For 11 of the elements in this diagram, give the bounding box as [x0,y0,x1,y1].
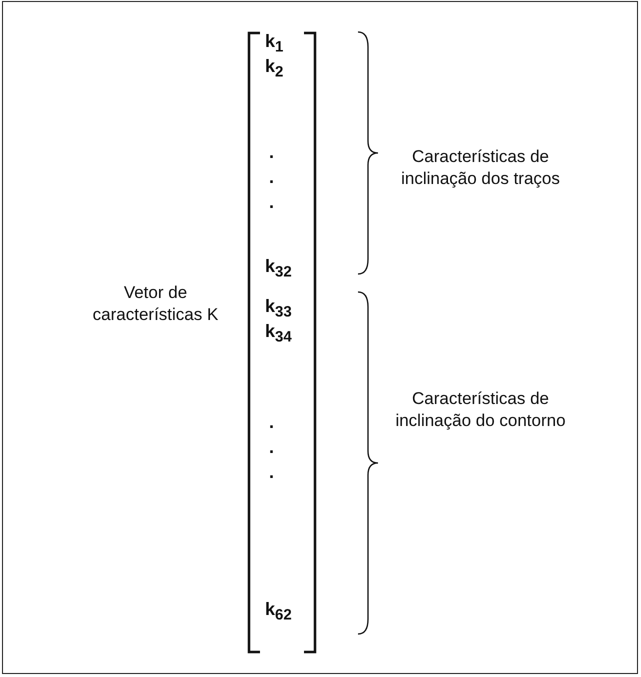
vector-element: k$_{62}$ [265,598,292,626]
vector-element: k$_{32}$ [265,255,292,282]
group-label: Características de inclinação do contorno [394,388,567,432]
vector-label: Vetor de características K [92,282,220,326]
vector-element: k$_{34}$ [265,320,292,348]
vertical-ellipsis: . . . [268,411,275,484]
group-label: Características de inclinação dos traços [400,146,561,190]
vector-element: k$_{2}$ [265,55,284,82]
vertical-ellipsis: . . . [268,141,275,214]
vector-element: k$_{33}$ [265,295,292,322]
vector-element: k$_{1}$ [265,30,284,58]
